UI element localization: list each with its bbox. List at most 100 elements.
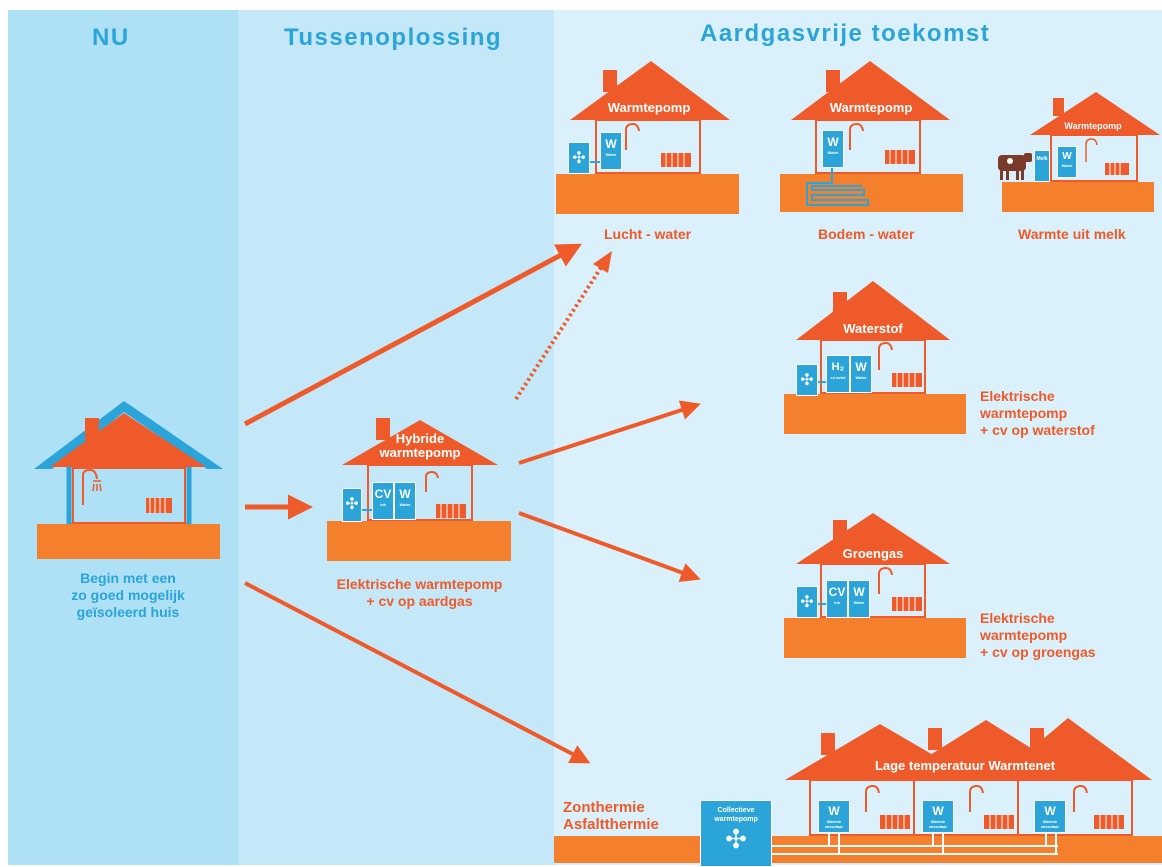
air-water-roof-label: Warmtepomp bbox=[607, 100, 691, 115]
water-tank-label: W bbox=[399, 487, 411, 501]
arrow-to-hydrogen bbox=[518, 400, 701, 465]
heat-exchanger-label: W bbox=[828, 804, 840, 818]
collective-heat-pump-label: Collectieve warmtepomp bbox=[701, 806, 771, 824]
arrow-to-air-water bbox=[243, 243, 582, 427]
heat-exchanger-label: W bbox=[1044, 804, 1056, 818]
greengas-caption: Elektrische warmtepomp + cv op groengas bbox=[980, 610, 1096, 661]
fan-icon: ✣ bbox=[725, 824, 747, 854]
ground-water-house bbox=[780, 61, 963, 212]
hydrogen-caption-line: + cv op waterstof bbox=[980, 422, 1095, 438]
cv-label: CV bbox=[828, 585, 846, 599]
cow-icon bbox=[998, 153, 1032, 180]
heat-pump-unit: ✣ bbox=[342, 488, 362, 522]
water-tank-label: W bbox=[1062, 151, 1072, 162]
water-tank-sublabel: Water bbox=[399, 502, 411, 507]
greengas-caption-line: warmtepomp bbox=[980, 627, 1068, 643]
water-tank-label: W bbox=[855, 360, 867, 374]
hybrid-caption-line: + cv op aardgas bbox=[366, 593, 473, 609]
heat-exchanger-label: W bbox=[932, 804, 944, 818]
cv-label: CV bbox=[374, 487, 392, 501]
hydrogen-caption-line: warmtepomp bbox=[980, 405, 1068, 421]
heatnet-source: Zonthermie Asfaltthermie bbox=[563, 799, 659, 833]
water-tank-sublabel: Water bbox=[605, 152, 617, 157]
hydrogen-caption-line: Elektrische bbox=[980, 388, 1055, 404]
fan-icon: ✣ bbox=[800, 594, 814, 611]
heat-pump-unit: ✣ bbox=[796, 586, 818, 618]
hybrid-caption-line: Elektrische warmtepomp bbox=[336, 576, 503, 592]
milk-house bbox=[998, 92, 1160, 212]
ground-water-roof-label: Warmtepomp bbox=[829, 100, 913, 115]
fan-icon: ✣ bbox=[572, 150, 586, 167]
hydrogen-boiler-label: H₂ bbox=[831, 361, 845, 373]
greengas-house bbox=[784, 513, 966, 658]
water-tank-label: W bbox=[853, 585, 865, 599]
milk-tank-label: Melk bbox=[1036, 156, 1048, 162]
fan-icon: ✣ bbox=[800, 372, 814, 389]
heatnet-source-line: Zonthermie bbox=[563, 799, 645, 816]
hybrid-roof-line: warmtepomp bbox=[379, 445, 461, 460]
water-tank-label: W bbox=[827, 135, 839, 149]
start-caption-line: zo goed mogelijk bbox=[71, 587, 185, 603]
hydrogen-boiler-sublabel: cv-ketel bbox=[830, 375, 846, 380]
hydrogen-roof-label: Waterstof bbox=[843, 321, 903, 336]
start-house bbox=[34, 401, 223, 559]
hydrogen-caption: Elektrische warmtepomp + cv op waterstof bbox=[980, 388, 1095, 439]
collective-line: Collectieve bbox=[717, 807, 755, 814]
water-tank-sublabel: Water bbox=[1061, 163, 1073, 168]
milk-roof-label: Warmtepomp bbox=[1064, 121, 1122, 131]
greengas-caption-line: + cv op groengas bbox=[980, 644, 1096, 660]
column-header-now: NU bbox=[92, 24, 130, 51]
heat-exchanger-sublabel: Warmte wisselaar bbox=[928, 819, 947, 829]
heat-pump-unit: ✣ bbox=[568, 142, 590, 174]
air-water-house bbox=[556, 61, 739, 214]
collective-line: warmtepomp bbox=[714, 816, 758, 823]
cv-sublabel: ink bbox=[834, 600, 840, 605]
milk-caption: Warmte uit melk bbox=[1018, 226, 1126, 242]
arrow-to-greengas bbox=[518, 511, 701, 582]
greengas-caption-line: Elektrische bbox=[980, 610, 1055, 626]
start-caption: Begin met een zo goed mogelijk geïsoleer… bbox=[38, 570, 218, 621]
water-tank-label: W bbox=[605, 137, 617, 151]
water-tank-sublabel: Water bbox=[827, 150, 839, 155]
heat-pump-unit: ✣ bbox=[796, 364, 818, 396]
heatnet-source-line: Asfaltthermie bbox=[563, 816, 659, 833]
heat-exchanger-sublabel: Warmte wisselaar bbox=[1040, 819, 1059, 829]
milk-tank: Melk bbox=[1034, 150, 1050, 182]
column-header-interim: Tussenoplossing bbox=[284, 24, 503, 51]
ground-water-caption: Bodem - water bbox=[818, 226, 915, 242]
cv-sublabel: ink bbox=[380, 502, 386, 507]
greengas-roof-label: Groengas bbox=[842, 546, 904, 561]
dotted-arrow-head bbox=[593, 251, 612, 273]
hydrogen-house bbox=[784, 281, 966, 434]
heat-exchanger-sublabel: Warmte wisselaar bbox=[824, 819, 843, 829]
hybrid-roof-label: Hybride warmtepomp bbox=[370, 432, 470, 460]
start-caption-line: Begin met een bbox=[80, 570, 176, 586]
hydrogen-boiler: H₂ cv-ketel bbox=[826, 355, 850, 393]
hybrid-caption: Elektrische warmtepomp + cv op aardgas bbox=[312, 576, 527, 610]
water-tank-sublabel: Water bbox=[853, 600, 865, 605]
hybrid-roof-line: Hybride bbox=[395, 431, 445, 446]
air-water-caption: Lucht - water bbox=[604, 226, 692, 242]
start-caption-line: geïsoleerd huis bbox=[76, 604, 180, 620]
fan-icon: ✣ bbox=[345, 496, 359, 513]
collective-heat-pump: Collectieve warmtepomp ✣ bbox=[700, 800, 772, 867]
hybrid-house bbox=[327, 418, 511, 561]
water-tank-sublabel: Water bbox=[855, 375, 867, 380]
column-header-future: Aardgasvrije toekomst bbox=[700, 20, 991, 47]
heatnet-houses bbox=[554, 718, 1162, 863]
heatnet-roof-label: Lage temperatuur Warmtenet bbox=[874, 758, 1056, 773]
arrow-to-heatnet bbox=[244, 581, 591, 764]
